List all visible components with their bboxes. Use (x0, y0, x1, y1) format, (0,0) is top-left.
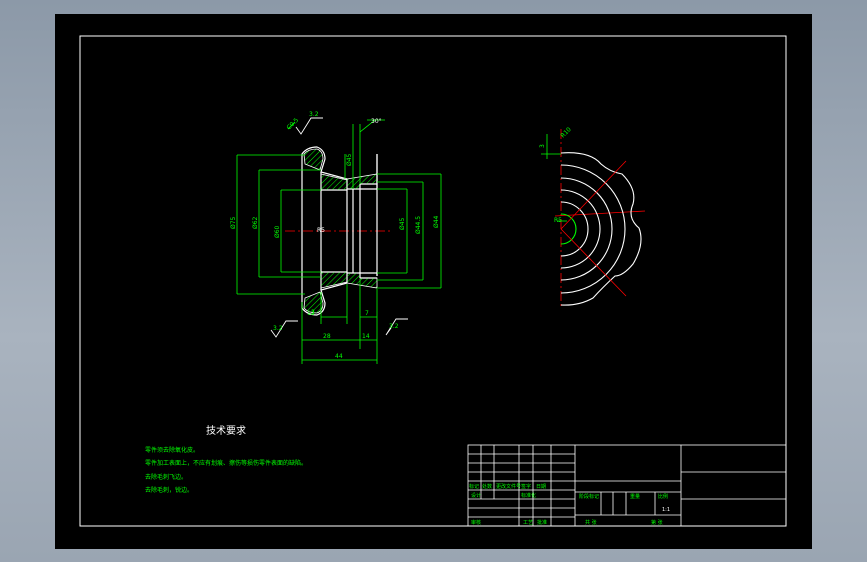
side-label-left: 3 (539, 144, 546, 148)
tb-count: 处数 (482, 483, 492, 490)
side-view: R10 3 R5 (539, 126, 646, 307)
technical-requirements: 技术要求 零件须去除氧化皮。 零件加工表面上，不应有划痕、擦伤等损伤零件表面的缺… (145, 424, 307, 494)
tb-scale-value: 1:1 (662, 507, 670, 513)
tb-sheet-total: 共 张 (585, 519, 597, 526)
side-radial-lines (560, 160, 627, 297)
tb-weight: 重量 (630, 493, 640, 500)
drawing-sheet: 3.2 3.2 3.2 C0.5 30° Ø75 Ø62 Ø60 Ø45 Ø44… (55, 14, 812, 549)
tb-sign: 签字 (521, 483, 531, 490)
tb-mark: 标记 (469, 483, 479, 490)
dia-inner-2-label: Ø44.5 (415, 216, 422, 234)
tb-process: 工艺 (523, 520, 533, 526)
tech-req-line-1: 零件须去除氧化皮。 (145, 446, 199, 454)
tb-stage: 阶段标记 (579, 493, 599, 500)
side-center-horizontal (554, 210, 646, 217)
side-view-labels: R10 3 R5 (539, 126, 573, 224)
front-view-labels: 3.2 3.2 3.2 C0.5 30° Ø75 Ø62 Ø60 Ø45 Ø44… (230, 111, 440, 360)
tb-review: 审核 (471, 519, 481, 526)
roughness-top-value: 3.2 (309, 111, 319, 118)
dia-right-label: Ø45 (346, 153, 353, 166)
tech-req-line-4: 去除毛刺，锐边。 (145, 486, 193, 494)
tb-sheet-no: 第 张 (651, 519, 663, 526)
roughness-bottom-right-value: 3.2 (389, 323, 399, 330)
tb-date: 日期 (536, 484, 546, 490)
diameter-dimensions (236, 119, 442, 364)
dia-flange-label: Ø62 (252, 216, 259, 229)
tb-change-doc: 更改文件号 (496, 483, 521, 490)
angle-label: 30° (371, 118, 382, 125)
roughness-symbols (270, 117, 408, 338)
dim-44-label: 44 (335, 353, 343, 360)
dia-inner-3-label: Ø44 (433, 215, 440, 228)
r-small-label: R5 (317, 227, 325, 234)
tech-req-line-3: 去除毛刺飞边。 (145, 473, 187, 481)
section-hatching (303, 148, 378, 314)
side-label-center: R5 (554, 217, 562, 224)
dim-28-label: 28 (323, 333, 331, 340)
dia-inner-1-label: Ø45 (399, 217, 406, 230)
cad-drawing-canvas[interactable]: 3.2 3.2 3.2 C0.5 30° Ø75 Ø62 Ø60 Ø45 Ø44… (55, 14, 812, 549)
side-label-top: R10 (559, 126, 572, 139)
front-section-view: 3.2 3.2 3.2 C0.5 30° Ø75 Ø62 Ø60 Ø45 Ø44… (230, 111, 442, 364)
dia-bore-label: Ø60 (274, 225, 281, 238)
side-arcs (560, 152, 642, 306)
dim-7-label: 7 (365, 310, 369, 317)
dim-14-label: 14 (362, 333, 370, 340)
side-dimensions (541, 134, 567, 222)
tech-req-line-2: 零件加工表面上，不应有划痕、擦伤等损伤零件表面的缺陷。 (145, 459, 307, 467)
tb-scale: 比例 (658, 493, 668, 500)
dim-12-label: 12 (307, 310, 315, 317)
tech-req-title: 技术要求 (206, 424, 246, 437)
tb-standard: 标准化 (521, 492, 536, 499)
roughness-bottom-left-value: 3.2 (273, 325, 283, 332)
title-block: 标记 处数 更改文件号 签字 日期 设计 标准化 阶段标记 重量 比例 1:1 … (467, 444, 787, 527)
dia-outer-label: Ø75 (230, 216, 237, 229)
dim-3-label: 3 (311, 309, 315, 316)
tb-design: 设计 (471, 492, 481, 499)
drawing-border (79, 35, 787, 527)
tb-approve: 批准 (537, 519, 547, 526)
